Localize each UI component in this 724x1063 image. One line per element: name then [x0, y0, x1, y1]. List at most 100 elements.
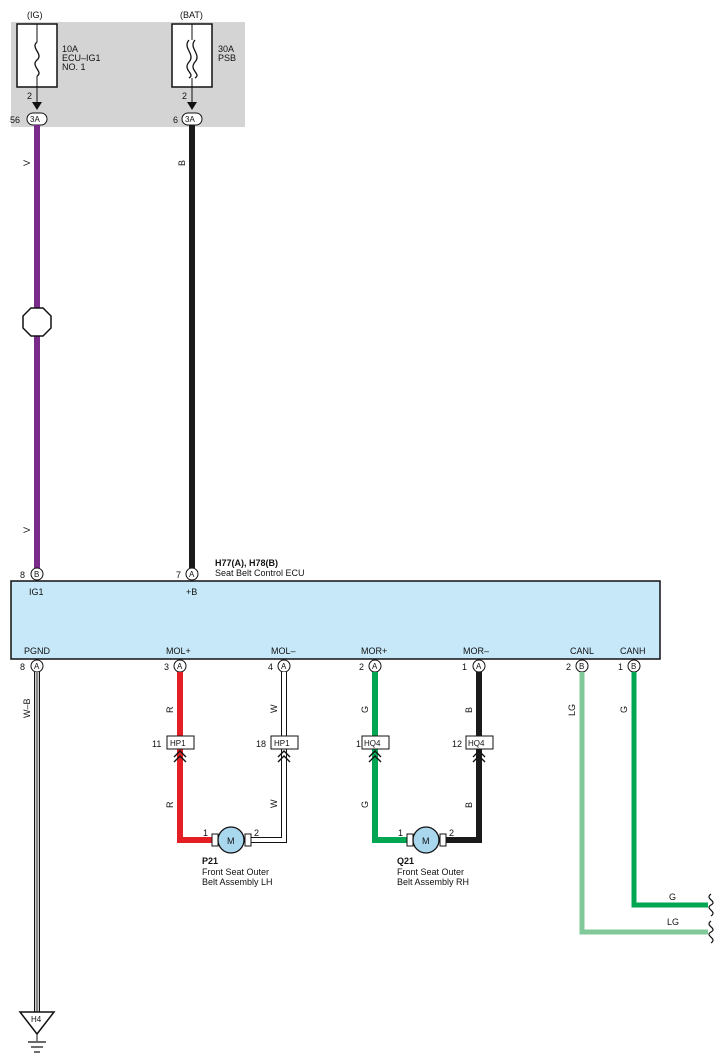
conn-hp1-b-pin: 18 — [256, 739, 266, 749]
wire-canl-light-green — [579, 672, 708, 935]
ecu-pin-pgnd: 8 — [20, 662, 25, 672]
fuse-ig-pin: 2 — [27, 91, 32, 101]
fuse-bat-pin: 2 — [182, 91, 187, 101]
wire-canh-out-color: G — [669, 892, 676, 902]
ecu-label-mor-minus: MOR– — [463, 646, 489, 656]
conn-hp1-a-chevron-icon — [173, 750, 187, 763]
fuse-ig-icon — [34, 41, 40, 77]
fuse-ig-terminal-icon — [32, 102, 42, 110]
conn-hq4-b-name: HQ4 — [468, 739, 485, 748]
wire-mor-minus-color-upper: B — [464, 707, 474, 713]
motor-rh-symbol: M — [422, 836, 430, 846]
fuse-bat-terminal-icon — [187, 102, 197, 110]
ecu-name: Seat Belt Control ECU — [215, 568, 305, 578]
ecu-top-pin-ig1: 8 — [20, 570, 25, 580]
motor-lh-name-2: Belt Assembly LH — [202, 877, 273, 887]
wire-bat-color: B — [177, 160, 187, 166]
wire-mol-minus-color-lower: W — [269, 799, 279, 808]
fuse-ig-name: ECU–IG1 — [62, 53, 101, 63]
ecu-label-pgnd: PGND — [24, 646, 51, 656]
ecu-label-canl: CANL — [570, 646, 594, 656]
conn-hq4-a-box — [361, 735, 390, 750]
ecu-pin-mor-plus: 2 — [359, 662, 364, 672]
wire-mor-minus-color-lower: B — [464, 802, 474, 808]
conn-hp1-a-pin: 11 — [152, 739, 161, 749]
motor-rh-pin1: 1 — [398, 828, 403, 838]
wire-ig-color-lower: V — [22, 527, 32, 533]
motor-rh-pin2: 2 — [449, 828, 454, 838]
fuse-bat-icon — [186, 39, 198, 79]
motor-lh-code: P21 — [202, 856, 218, 866]
ig-source-label: (IG) — [27, 10, 43, 20]
motor-rh-icon — [412, 826, 440, 854]
splice-octagon-icon — [22, 307, 52, 337]
ecu-conn-pgnd: A — [34, 662, 40, 671]
wire-mol-plus-color-upper: R — [165, 706, 175, 713]
ecu-code: H77(A), H78(B) — [215, 558, 278, 568]
ecu-pin-mor-minus: 1 — [462, 662, 467, 672]
conn-hq4-b-pin: 12 — [452, 739, 462, 749]
wire-mor-plus-color-lower: G — [360, 801, 370, 808]
ecu-conn-mol-minus: A — [281, 662, 287, 671]
ecu-pin-mol-minus: 4 — [268, 662, 273, 672]
wire-canh-color: G — [619, 706, 629, 713]
conn-hq4-a-chevron-icon — [368, 750, 382, 763]
fuse-bat-rating: 30A — [218, 44, 234, 54]
wire-pgnd-color: W–B — [22, 698, 32, 718]
wire-mol-plus-color-lower: R — [165, 801, 175, 808]
motor-lh-pin2: 2 — [254, 828, 259, 838]
ecu-conn-canl: B — [579, 662, 584, 671]
wire-mor-plus-green — [372, 672, 408, 843]
ecu-top-conn-b: A — [189, 570, 195, 579]
ecu-pin-canl: 2 — [566, 662, 571, 672]
bat-source-label: (BAT) — [180, 10, 203, 20]
ground-triangle-icon — [18, 1011, 56, 1036]
wire-break-canh-icon — [708, 893, 714, 917]
conn-hp1-a-box — [166, 735, 195, 750]
ecu-top-bubble-b — [185, 567, 199, 581]
ecu-top-label-b: +B — [186, 587, 197, 597]
conn-ig-name: 3A — [30, 115, 40, 124]
ecu-conn-mol-plus: A — [177, 662, 183, 671]
wire-break-canl-icon — [708, 920, 714, 944]
conn-bat-pin: 6 — [173, 115, 178, 125]
ecu-top-bubble-ig1 — [30, 567, 44, 581]
fuse-ig-rating: 10A — [62, 44, 78, 54]
wire-canl-color: LG — [567, 704, 577, 716]
ecu-pin-canh: 1 — [618, 662, 623, 672]
conn-bat-name: 3A — [185, 115, 195, 124]
motor-lh-icon — [217, 826, 245, 854]
wire-mol-minus-white — [250, 672, 286, 842]
ecu-body — [10, 580, 661, 660]
fuse-bat-name: PSB — [218, 53, 236, 63]
wire-mol-minus-color-upper: W — [269, 704, 279, 713]
ecu-top-label-ig1: IG1 — [29, 587, 44, 597]
wire-mol-plus-red — [177, 672, 213, 843]
ecu-label-mol-plus: MOL+ — [166, 646, 191, 656]
ecu-conn-mor-plus: A — [372, 662, 378, 671]
motor-lh-name-1: Front Seat Outer — [202, 867, 269, 877]
ecu-conn-mor-minus: A — [476, 662, 482, 671]
conn-hp1-b-box — [270, 735, 299, 750]
wire-canh-green — [631, 672, 708, 908]
motor-lh-symbol: M — [227, 836, 235, 846]
motor-rh-name-2: Belt Assembly RH — [397, 877, 469, 887]
conn-hq4-b-box — [465, 735, 494, 750]
ecu-label-mor-plus: MOR+ — [361, 646, 387, 656]
conn-hp1-a-name: HP1 — [170, 739, 186, 748]
conn-hp1-b-name: HP1 — [274, 739, 290, 748]
ecu-top-conn-ig1: B — [34, 570, 39, 579]
conn-hp1-b-chevron-icon — [277, 750, 291, 763]
ground-label: H4 — [31, 1015, 42, 1024]
conn-ig-pin: 56 — [10, 115, 20, 125]
ecu-label-canh: CANH — [620, 646, 646, 656]
ecu-label-mol-minus: MOL– — [271, 646, 296, 656]
conn-hq4-a-pin: 1 — [356, 739, 361, 749]
motor-rh-name-1: Front Seat Outer — [397, 867, 464, 877]
ecu-conn-canh: B — [631, 662, 636, 671]
wire-canl-out-color: LG — [667, 917, 679, 927]
ecu-pin-mol-plus: 3 — [164, 662, 169, 672]
conn-hq4-b-chevron-icon — [472, 750, 486, 763]
wire-mor-minus-black — [445, 672, 482, 843]
